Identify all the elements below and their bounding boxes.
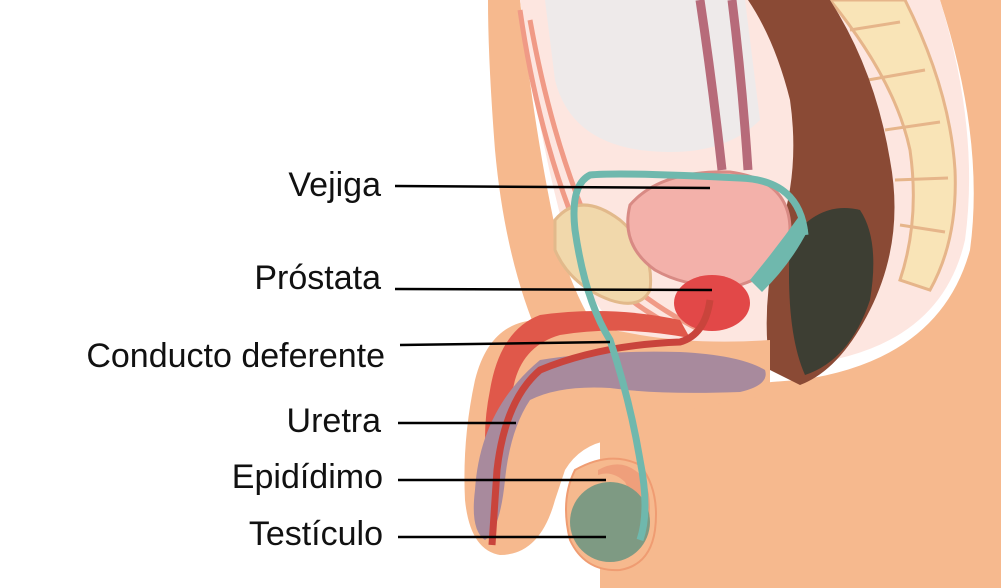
label-epididymis: Epidídimo — [232, 460, 383, 494]
label-testicle: Testículo — [249, 517, 383, 551]
testicle — [570, 482, 650, 562]
label-urethra: Uretra — [287, 404, 381, 438]
label-vas-deferens: Conducto deferente — [86, 339, 385, 373]
label-bladder: Vejiga — [288, 168, 381, 202]
label-prostate: Próstata — [254, 261, 381, 295]
leader-line-prostate — [395, 289, 712, 290]
